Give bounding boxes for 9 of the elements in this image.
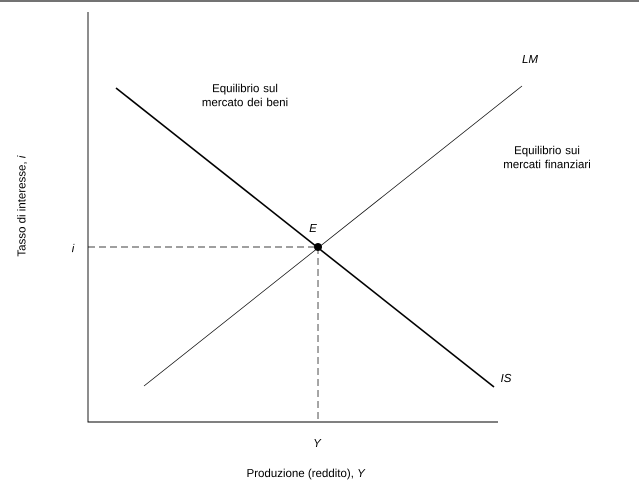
curve-label: IS [501, 374, 512, 382]
curve-label: LM [522, 55, 538, 63]
axis-title: Produzione (reddito), Y [247, 468, 366, 480]
axis-title: Tasso di interesse, i [17, 155, 27, 256]
region-annotation: Equilibrio sui mercati finanziari [504, 146, 590, 168]
point-label: E [310, 224, 317, 232]
region-annotation: Equilibrio sul mercato dei beni [202, 84, 288, 106]
axis-value-label: i [72, 244, 75, 252]
axis-value-label: Y [314, 439, 322, 447]
